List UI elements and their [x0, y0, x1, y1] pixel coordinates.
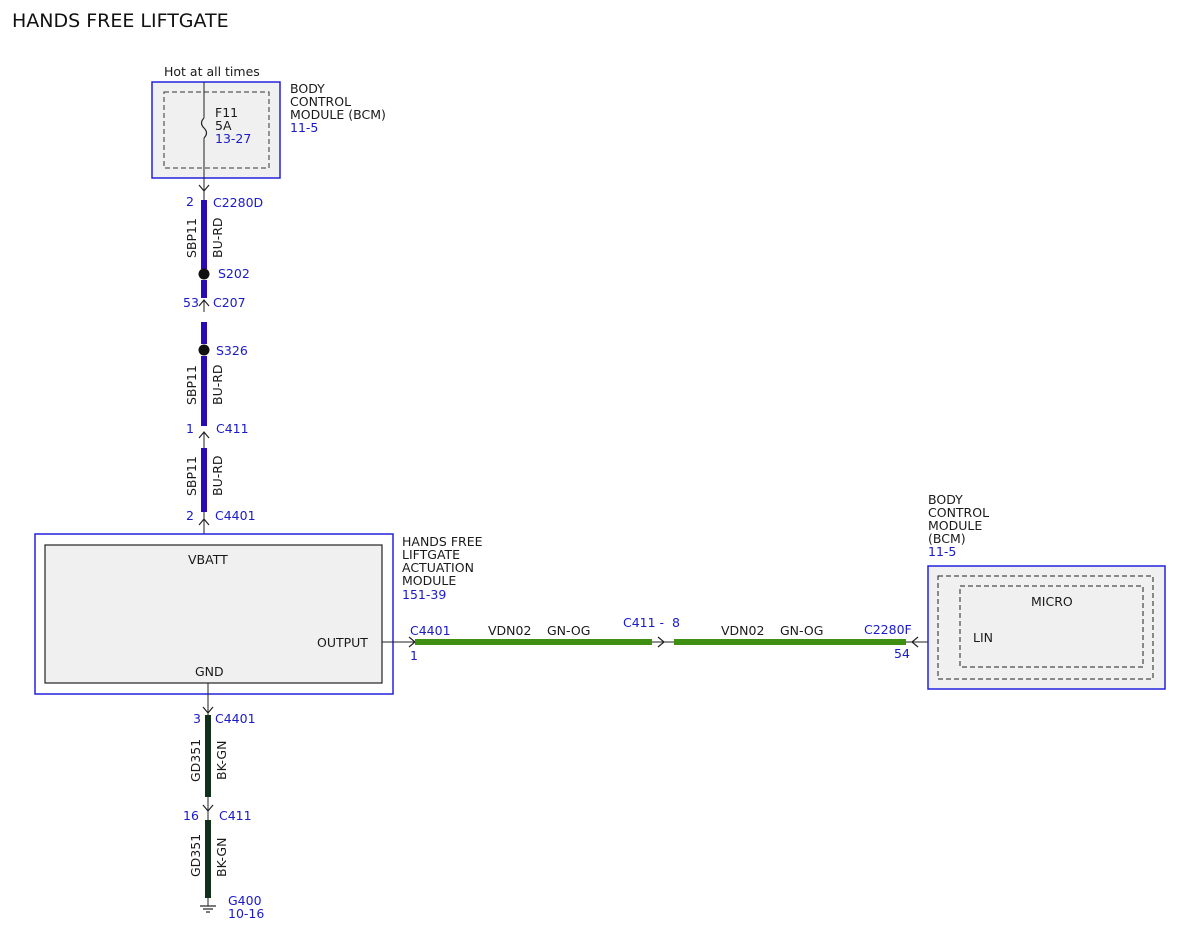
bcm-right-module: BODY CONTROL MODULE (BCM) 11-5 MICRO LIN — [927, 492, 1166, 690]
wire-circuit-label: SBP11 — [184, 218, 199, 258]
fuse-icon — [200, 117, 208, 139]
bcm-fuse-box: F11 5A 13-27 BODY CONTROL MODULE (BCM) 1… — [151, 81, 386, 192]
bcm-top-name-2: CONTROL — [290, 94, 351, 109]
bcm-right-inner — [937, 575, 1154, 680]
connector-c2280d-pin: 2 — [186, 194, 194, 209]
connector-c4401-gnd-pin: 3 — [193, 711, 201, 726]
hfam-pin-output: OUTPUT — [317, 635, 368, 650]
connector-c4401-power-name[interactable]: C4401 — [215, 508, 256, 523]
hfam-pin-vbatt: VBATT — [188, 552, 228, 567]
hfam-name-3: ACTUATION — [402, 560, 474, 575]
hfam-ref[interactable]: 151-39 — [402, 587, 446, 602]
bcm-right-name-3: MODULE — [928, 518, 982, 533]
bcm-top-ref[interactable]: 11-5 — [290, 120, 318, 135]
wire-circuit-label: GD351 — [188, 739, 203, 782]
bcm-micro-box — [959, 585, 1144, 668]
wire-circuit-label: GD351 — [188, 834, 203, 877]
splice-s202-label[interactable]: S202 — [218, 266, 250, 281]
diagram-title: HANDS FREE LIFTGATE — [12, 10, 229, 32]
wire-circuit-label: VDN02 — [721, 623, 764, 638]
connector-c4401-power-pin: 2 — [186, 508, 194, 523]
wire-circuit-label: VDN02 — [488, 623, 531, 638]
bcm-right-name-2: CONTROL — [928, 505, 989, 520]
bcm-top-name-3: MODULE (BCM) — [290, 107, 386, 122]
wire-color-label: BK-GN — [214, 741, 229, 780]
connector-c2280d-name[interactable]: C2280D — [213, 195, 263, 210]
bcm-right-outline — [927, 565, 1166, 690]
connector-c2280f-symbol — [911, 636, 919, 648]
connector-c411-name[interactable]: C411 — [216, 421, 249, 436]
connector-c4401-data-name[interactable]: C4401 — [410, 623, 451, 638]
wire-color-label: BK-GN — [214, 838, 229, 877]
bcm-top-name-1: BODY — [290, 81, 325, 96]
ground-g400-ref[interactable]: 10-16 — [228, 906, 264, 921]
fuse-name: F11 — [215, 105, 238, 120]
wire-color-label: GN-OG — [547, 623, 590, 638]
connector-c411-gnd-name[interactable]: C411 — [219, 808, 252, 823]
bcm-right-name-4: (BCM) — [928, 531, 966, 546]
wire-circuit-label: SBP11 — [184, 365, 199, 405]
fuse-ref[interactable]: 13-27 — [215, 131, 251, 146]
connector-c411-gnd-pin: 16 — [183, 808, 199, 823]
hfam-name-4: MODULE — [402, 573, 456, 588]
connector-c4401-gnd-symbol — [202, 706, 214, 714]
hfam-name-2: LIFTGATE — [402, 547, 460, 562]
connector-c2280f-pin: 54 — [894, 646, 910, 661]
connector-c411-data-symbol — [657, 636, 665, 648]
connector-c2280f-name[interactable]: C2280F — [864, 622, 912, 637]
connector-c411-gnd-symbol — [202, 804, 214, 812]
bcm-micro-label: MICRO — [1031, 594, 1073, 609]
wire-vdn02-segment-2 — [674, 639, 906, 645]
power-circuit: 2 C2280D SBP11 BU-RD S202 53 C207 S326 S… — [183, 184, 263, 545]
splice-s326-dot — [198, 344, 210, 356]
wire-sbp11-segment-4 — [201, 356, 207, 426]
hfam-pin-gnd: GND — [195, 664, 224, 679]
wire-circuit-label: SBP11 — [184, 456, 199, 496]
splice-s326-label[interactable]: S326 — [216, 343, 248, 358]
fuse-rating: 5A — [215, 118, 232, 133]
connector-c4401-data-pin: 1 — [410, 648, 418, 663]
wire-color-label: BU-RD — [210, 217, 225, 258]
ground-circuit: 3 C4401 GD351 BK-GN 16 C411 GD351 BK-GN … — [183, 683, 264, 921]
data-circuit: C4401 1 VDN02 GN-OG C411 - 8 VDN02 GN-OG… — [382, 615, 960, 663]
bcm-fuse-box-outline — [151, 81, 281, 179]
connector-c411-data-pin: 8 — [672, 615, 680, 630]
connector-c4401-gnd-name[interactable]: C4401 — [215, 711, 256, 726]
power-source-label: Hot at all times — [164, 64, 260, 79]
connector-c411-pin: 1 — [186, 421, 194, 436]
wire-sbp11-segment-1 — [201, 200, 207, 269]
ground-symbol-icon — [200, 905, 216, 913]
wire-color-label: BU-RD — [210, 364, 225, 405]
bcm-lin-label: LIN — [973, 630, 993, 645]
wire-gd351-segment-2 — [205, 820, 211, 898]
hfam-module: VBATT OUTPUT GND HANDS FREE LIFTGATE ACT… — [34, 533, 483, 695]
hfam-module-inner — [44, 544, 383, 684]
wire-color-label: GN-OG — [780, 623, 823, 638]
wire-sbp11-segment-3 — [201, 322, 207, 344]
bcm-right-ref[interactable]: 11-5 — [928, 544, 956, 559]
wire-vdn02-segment-1 — [415, 639, 652, 645]
ground-g400-name[interactable]: G400 — [228, 893, 262, 908]
bcm-fuse-box-inner — [163, 91, 270, 169]
wire-gd351-segment-1 — [205, 715, 211, 797]
wire-sbp11-segment-5 — [201, 448, 207, 512]
connector-c207-pin: 53 — [183, 295, 199, 310]
connector-c207-name[interactable]: C207 — [213, 295, 246, 310]
splice-s202-dot — [198, 268, 210, 280]
bcm-right-name-1: BODY — [928, 492, 963, 507]
connector-c411-data-name[interactable]: C411 - — [623, 615, 664, 630]
hfam-name-1: HANDS FREE — [402, 534, 483, 549]
wire-color-label: BU-RD — [210, 455, 225, 496]
wire-sbp11-segment-2 — [201, 280, 207, 298]
